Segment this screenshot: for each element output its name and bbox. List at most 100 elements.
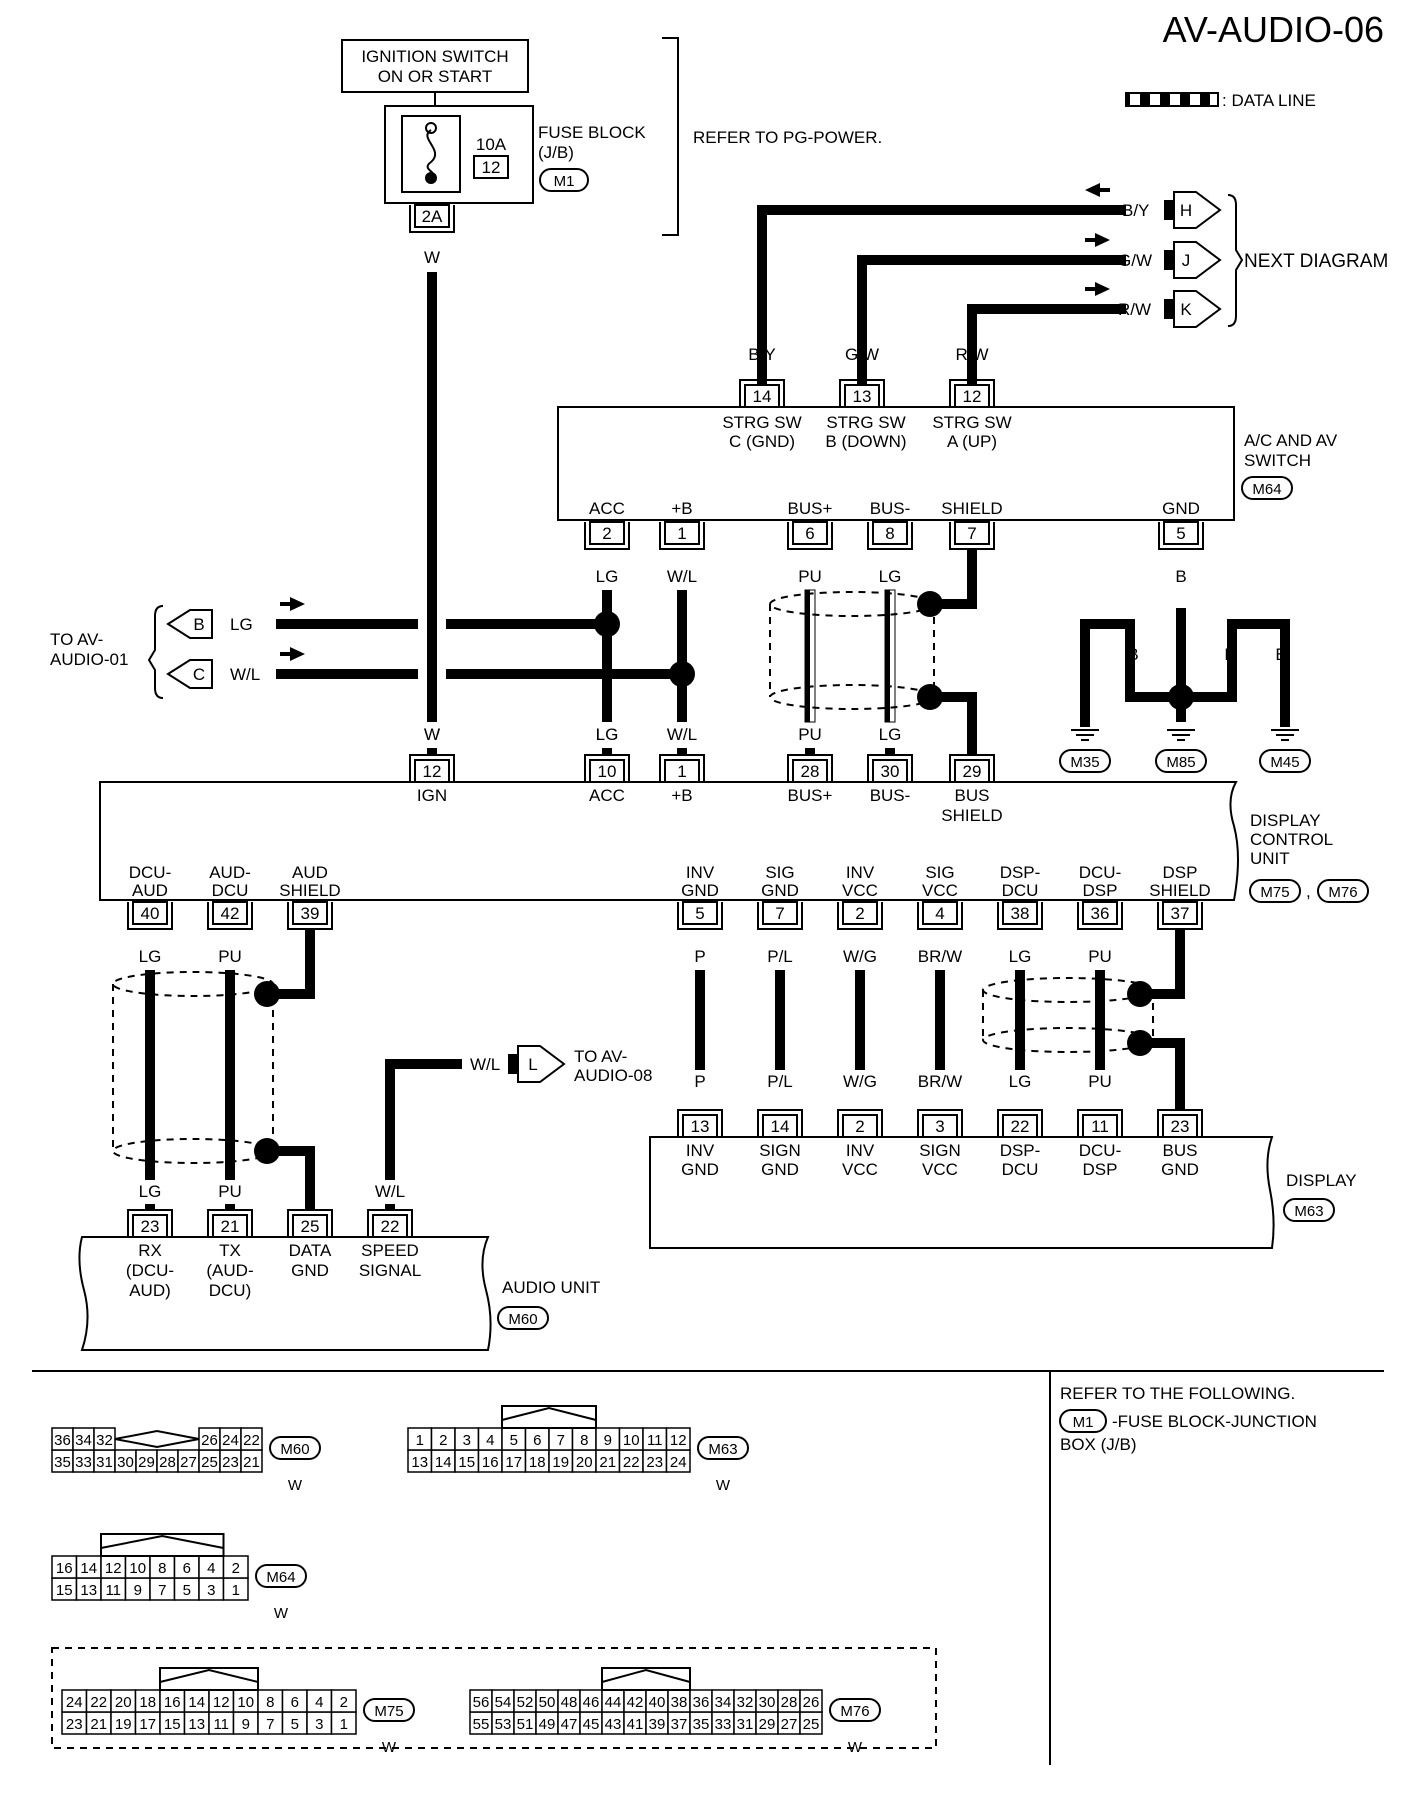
pin-cell: 31	[737, 1716, 754, 1733]
svg-text:INV: INV	[686, 863, 715, 882]
pin-cell: 44	[605, 1694, 622, 1711]
pin-cell: 51	[517, 1716, 534, 1733]
connector-color: W	[274, 1605, 289, 1622]
av-switch-name-1: A/C AND AV	[1244, 431, 1338, 450]
fuse-number: 12	[482, 158, 501, 177]
display-name: DISPLAY	[1286, 1171, 1357, 1190]
svg-text:VCC: VCC	[922, 1160, 958, 1179]
dcu-connector-b-badge	[1317, 879, 1369, 903]
audio-shield-junction-top	[254, 981, 280, 1007]
next-wire-k: R/W	[1118, 300, 1151, 319]
pin-cell: 17	[139, 1716, 156, 1733]
dcu-bottom-pins	[127, 901, 1203, 930]
dcu-top-wire-10-label: LG	[596, 725, 619, 744]
dcu-connector-a-badge	[1249, 879, 1301, 903]
to-audio08-letter: L	[528, 1055, 537, 1074]
svg-text:TX: TX	[219, 1241, 241, 1260]
pin-cell: 23	[66, 1716, 83, 1733]
pin-cell: 19	[552, 1454, 569, 1471]
svg-text:AUD): AUD)	[129, 1281, 171, 1300]
svg-text:W/G: W/G	[843, 947, 877, 966]
svg-text:LG: LG	[1009, 1072, 1032, 1091]
connector-color: W	[288, 1477, 303, 1494]
av-top-pin-14: 14	[753, 387, 772, 406]
svg-text:13: 13	[691, 1117, 710, 1136]
audio-unit-body	[78, 1236, 492, 1351]
to-audio01-line2: AUDIO-01	[50, 650, 128, 669]
svg-text:SHIELD: SHIELD	[279, 881, 340, 900]
display-wire-labels: P P/L W/G BR/W LG PU	[694, 1072, 1111, 1091]
gnd-m85-badge	[1155, 749, 1207, 773]
audio-top-wire-pu: PU	[218, 947, 242, 966]
dcu-connector-a: M75	[1260, 884, 1289, 901]
display-pin-numbers: 13 14 2 3 22 11 23	[691, 1117, 1190, 1136]
av-top-label-12a: STRG SW	[932, 413, 1011, 432]
svg-text:37: 37	[1171, 904, 1190, 923]
page-title: AV-AUDIO-06	[1163, 9, 1384, 50]
svg-text:40: 40	[141, 904, 160, 923]
fuse-block-connector-badge	[539, 168, 589, 192]
svg-text:SIG: SIG	[765, 863, 794, 882]
dcu-top-label-acc: ACC	[589, 786, 625, 805]
display-pins	[677, 1109, 1203, 1138]
audio-pin-labels: RX (DCU- AUD) TX (AUD- DCU) DATA GND SPE…	[126, 1241, 421, 1300]
connector-label: M63	[708, 1441, 737, 1458]
dcu-pin-1: 1	[677, 762, 686, 781]
data-line-legend-label: : DATA LINE	[1222, 91, 1316, 110]
arrow-in-j	[1085, 233, 1110, 247]
gnd-wire-4: B	[1224, 645, 1235, 664]
pin-cell: 10	[623, 1432, 640, 1449]
display-shield-junction-top	[1127, 981, 1153, 1007]
audio-pin-23: 23	[141, 1217, 160, 1236]
svg-text:GND: GND	[291, 1261, 329, 1280]
av-top-label-14b: C (GND)	[729, 432, 795, 451]
audio-top-wire-lg: LG	[139, 947, 162, 966]
pin-cell: 11	[647, 1432, 663, 1449]
audio-unit-connector: M60	[508, 1311, 537, 1328]
pin-cell: 16	[164, 1694, 181, 1711]
dcu-top-pins	[409, 754, 995, 783]
pin-cell: 26	[803, 1694, 820, 1711]
pin-cell: 33	[715, 1716, 732, 1733]
pin-cell: 25	[201, 1454, 218, 1471]
dcu-bottom-labels: DCU- AUD AUD- DCU AUD SHIELD INV GND SIG…	[129, 863, 1211, 900]
av-switch-name-2: SWITCH	[1244, 451, 1311, 470]
svg-text:2: 2	[855, 904, 864, 923]
svg-text:DSP: DSP	[1083, 1160, 1118, 1179]
next-letter-h: H	[1180, 201, 1192, 220]
av-pin-6: 6	[805, 524, 814, 543]
dcu-pin-10: 10	[598, 762, 617, 781]
pin-cell: 3	[207, 1582, 215, 1599]
svg-text:DSP: DSP	[1163, 863, 1198, 882]
dcu-body	[99, 781, 1239, 901]
pin-cell: 6	[291, 1694, 299, 1711]
pin-cell: 18	[139, 1694, 156, 1711]
pin-cell: 9	[604, 1432, 612, 1449]
pin-cell: 31	[96, 1454, 113, 1471]
pin-cell: 42	[627, 1694, 644, 1711]
pin-cell: 28	[781, 1694, 798, 1711]
ground-junction	[1168, 684, 1194, 710]
pin-cell: 11	[105, 1582, 121, 1599]
svg-text:DCU-: DCU-	[129, 863, 172, 882]
dcu-top-wire-28-label: PU	[798, 725, 822, 744]
pin-cell: 12	[213, 1694, 230, 1711]
pin-cell: 22	[243, 1432, 260, 1449]
display-connector-badge	[1283, 1198, 1335, 1222]
dcu-name-1: DISPLAY	[1250, 811, 1321, 830]
svg-text:P: P	[694, 947, 705, 966]
audio-pin-21: 21	[221, 1217, 240, 1236]
av-top-label-13a: STRG SW	[826, 413, 905, 432]
pin-cell: 33	[75, 1454, 92, 1471]
pin-cell: 9	[134, 1582, 142, 1599]
av-wire-busp: PU	[798, 567, 822, 586]
svg-text:AUD-: AUD-	[209, 863, 251, 882]
svg-text:AUD: AUD	[132, 881, 168, 900]
pin-cell: 10	[237, 1694, 254, 1711]
refer-power-label: REFER TO PG-POWER.	[693, 128, 882, 147]
pin-cell: 3	[315, 1716, 323, 1733]
pin-cell: 23	[222, 1454, 239, 1471]
display-top-wire-labels: P P/L W/G BR/W LG PU	[694, 947, 1111, 966]
av-top-label-13b: B (DOWN)	[825, 432, 906, 451]
